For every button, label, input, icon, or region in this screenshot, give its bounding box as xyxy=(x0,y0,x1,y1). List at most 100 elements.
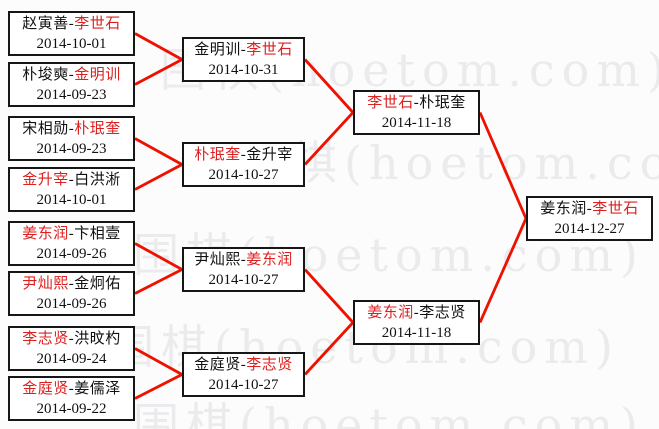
player-name: 金庭贤 xyxy=(22,380,69,397)
player-name: 金庭贤 xyxy=(194,356,241,373)
match-date: 2014-09-24 xyxy=(36,350,107,367)
player-name: 金明训 xyxy=(74,66,121,83)
match-players: 金升宰-白洪淅 xyxy=(10,170,133,190)
player-name: 赵寅善 xyxy=(22,15,69,32)
player-name: 白洪淅 xyxy=(74,171,121,188)
connector-line xyxy=(134,137,183,166)
player-name: 金炯佑 xyxy=(74,275,121,292)
player-name: 卞相壹 xyxy=(74,225,121,242)
name-separator: - xyxy=(68,275,75,292)
player-name: 朴珉奎 xyxy=(194,146,241,163)
name-separator: - xyxy=(68,171,75,188)
connector-line xyxy=(134,347,183,376)
connector-line xyxy=(303,58,355,114)
name-separator: - xyxy=(413,94,420,111)
player-name: 李世石 xyxy=(246,41,293,58)
player-name: 金明训 xyxy=(194,41,241,58)
connector-line xyxy=(134,268,183,295)
connector-line xyxy=(303,111,355,166)
player-name: 姜东润 xyxy=(540,200,587,217)
name-separator: - xyxy=(68,380,75,397)
name-separator: - xyxy=(413,304,420,321)
name-separator: - xyxy=(240,251,247,268)
match-players: 姜东润-李志贤 xyxy=(355,303,478,323)
connector-line xyxy=(134,163,183,191)
player-name: 李世石 xyxy=(74,15,121,32)
connector-line xyxy=(134,373,183,400)
player-name: 洪旼杓 xyxy=(74,330,121,347)
name-separator: - xyxy=(68,66,75,83)
player-name: 尹灿熙 xyxy=(194,251,241,268)
player-name: 金升宰 xyxy=(246,146,293,163)
name-separator: - xyxy=(68,225,75,242)
match-players: 姜东润-卞相壹 xyxy=(10,224,133,244)
player-name: 尹灿熙 xyxy=(22,275,69,292)
match-players: 尹灿熙-金炯佑 xyxy=(10,274,133,294)
player-name: 朴埈奭 xyxy=(22,66,69,83)
connector-line xyxy=(134,58,183,86)
name-separator: - xyxy=(240,356,247,373)
match-date: 2014-09-23 xyxy=(36,86,107,103)
connector-line xyxy=(478,217,528,324)
match-players: 金明训-李世石 xyxy=(184,40,303,60)
match-players: 宋相勋-朴珉奎 xyxy=(10,119,133,139)
connector-line xyxy=(303,321,355,376)
player-name: 金升宰 xyxy=(22,171,69,188)
name-separator: - xyxy=(240,146,247,163)
player-name: 姜东润 xyxy=(367,304,414,321)
match-date: 2014-10-01 xyxy=(36,191,107,208)
connector-line xyxy=(134,32,183,61)
match-date: 2014-10-01 xyxy=(36,35,107,52)
match-date: 2014-09-23 xyxy=(36,140,107,157)
match-players: 李世石-朴珉奎 xyxy=(355,93,478,113)
player-name: 李世石 xyxy=(592,200,639,217)
player-name: 朴珉奎 xyxy=(419,94,466,111)
match-players: 金庭贤-李志贤 xyxy=(184,355,303,375)
connector-line xyxy=(478,111,528,220)
match-date: 2014-10-27 xyxy=(208,271,279,288)
name-separator: - xyxy=(68,15,75,32)
match-players: 尹灿熙-姜东润 xyxy=(184,250,303,270)
player-name: 宋相勋 xyxy=(22,120,69,137)
match-players: 金庭贤-姜儒泽 xyxy=(10,379,133,399)
match-date: 2014-10-27 xyxy=(208,166,279,183)
match-players: 李志贤-洪旼杓 xyxy=(10,329,133,349)
name-separator: - xyxy=(240,41,247,58)
match-date: 2014-09-26 xyxy=(36,295,107,312)
match-players: 朴珉奎-金升宰 xyxy=(184,145,303,165)
match-date: 2014-10-27 xyxy=(208,376,279,393)
connector-line xyxy=(303,268,355,324)
match-date: 2014-12-27 xyxy=(554,220,625,237)
player-name: 姜东润 xyxy=(246,251,293,268)
player-name: 李世石 xyxy=(367,94,414,111)
match-date: 2014-11-18 xyxy=(381,114,452,131)
player-name: 李志贤 xyxy=(246,356,293,373)
name-separator: - xyxy=(68,120,75,137)
player-name: 李志贤 xyxy=(22,330,69,347)
match-date: 2014-11-18 xyxy=(381,324,452,341)
match-players: 姜东润-李世石 xyxy=(528,199,651,219)
player-name: 李志贤 xyxy=(419,304,466,321)
match-players: 赵寅善-李世石 xyxy=(10,14,133,34)
name-separator: - xyxy=(586,200,593,217)
match-players: 朴埈奭-金明训 xyxy=(10,65,133,85)
player-name: 姜东润 xyxy=(22,225,69,242)
player-name: 姜儒泽 xyxy=(74,380,121,397)
name-separator: - xyxy=(68,330,75,347)
